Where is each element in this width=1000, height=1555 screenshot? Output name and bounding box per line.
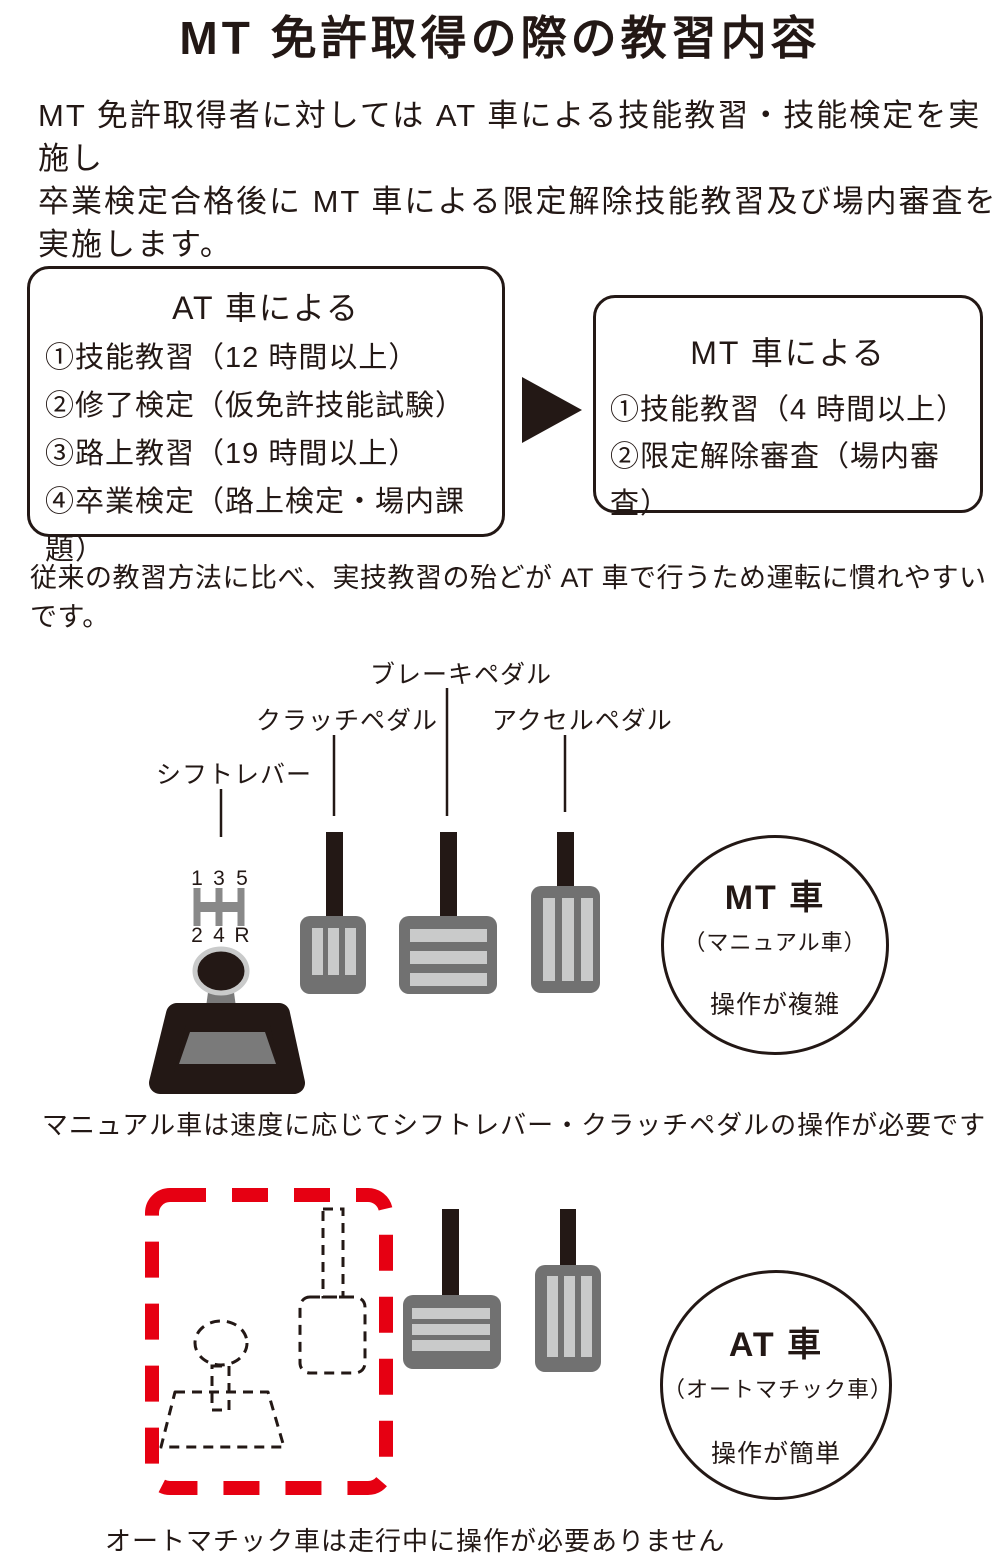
mt-box-items: ①技能教習（4 時間以上） ②限定解除審査（場内審査）	[610, 387, 980, 528]
flow-arrow-icon	[522, 377, 582, 443]
gear-label-3: 3	[213, 867, 225, 890]
gear-label-4: 4	[213, 924, 225, 947]
at-brake-pedal	[403, 1209, 501, 1369]
at-box-item-3: ③路上教習（19 時間以上）	[45, 438, 419, 470]
at-badge-title: AT 車	[728, 1326, 824, 1364]
at-box-item-1: ①技能教習（12 時間以上）	[45, 342, 419, 374]
intro-line-2: 卒業検定合格後に MT 車による限定解除技能教習及び場内審査を	[38, 184, 998, 219]
at-brake-pedal-pad	[403, 1295, 501, 1369]
gear-label-2: 2	[191, 924, 203, 947]
at-badge-subtitle: （オートマチック車）	[663, 1377, 894, 1402]
mt-car-badge: MT 車 （マニュアル車） 操作が複雑	[661, 835, 889, 1055]
mt-box-item-1: ①技能教習（4 時間以上）	[610, 394, 967, 426]
gear-bar-mid	[215, 888, 223, 926]
gear-label-5: 5	[236, 867, 248, 890]
at-box-title: AT 車による	[172, 290, 360, 326]
ghost-clutch-pad	[298, 1295, 367, 1375]
at-accel-pedal-arm	[560, 1209, 576, 1267]
accel-pad-stripe	[543, 898, 555, 981]
shift-lever-stem	[204, 985, 238, 1022]
ghost-clutch-arm	[321, 1207, 345, 1299]
intro-line-3: 実施します。	[38, 227, 233, 262]
at-accelerator-pedal	[535, 1209, 601, 1372]
note-text: 従来の教習方法に比べ、実技教習の殆どが AT 車で行うため運転に慣れやすいです。	[30, 563, 987, 632]
at-accel-pad-stripe	[547, 1276, 558, 1357]
brake-pad-stripe	[410, 951, 487, 964]
page-title: MT 免許取得の際の教習内容	[179, 12, 821, 64]
at-training-box: AT 車による ①技能教習（12 時間以上） ②修了検定（仮免許技能試験） ③路…	[27, 266, 505, 566]
mt-badge-subtitle: （マニュアル車）	[683, 930, 867, 955]
ghost-clutch-pedal	[298, 1207, 367, 1375]
clutch-pedal-arm	[326, 832, 343, 922]
ghost-shift-stem	[210, 1364, 231, 1412]
at-caption: オートマチック車は走行中に操作が必要ありません	[105, 1526, 726, 1555]
at-brake-pad-stripe	[412, 1308, 490, 1319]
accel-pad-stripe	[581, 898, 593, 981]
accel-pedal-label: アクセルペダル	[492, 707, 673, 735]
mt-training-box: MT 車による ①技能教習（4 時間以上） ②限定解除審査（場内審査）	[593, 295, 983, 520]
clutch-pedal	[300, 832, 366, 994]
at-box-item-2: ②修了検定（仮免許技能試験）	[45, 390, 466, 422]
gear-label-1: 1	[191, 867, 203, 890]
shift-lever	[149, 946, 305, 1094]
clutch-pad-stripe	[345, 928, 356, 975]
accel-pedal-pad	[531, 886, 600, 993]
at-brake-pad-stripe	[412, 1324, 490, 1335]
shift-lever-base	[149, 1003, 305, 1094]
at-brake-pedal-arm	[442, 1209, 459, 1299]
brake-pedal-arm	[440, 832, 457, 922]
accel-pad-stripe	[562, 898, 574, 981]
removed-controls-highlight-box	[145, 1188, 393, 1495]
at-badge-desc: 操作が簡単	[710, 1440, 841, 1468]
mt-box-title: MT 車による	[690, 335, 886, 371]
brake-pedal	[399, 832, 497, 994]
shift-lever-knob	[192, 946, 250, 996]
accelerator-pedal	[531, 832, 600, 993]
at-accel-pad-stripe	[581, 1276, 592, 1357]
at-brake-pad-stripe	[412, 1340, 490, 1351]
shift-lever-label: シフトレバー	[156, 761, 313, 789]
shift-lever-base-plate	[179, 1032, 276, 1064]
intro-line-1: MT 免許取得者に対しては AT 車による技能教習・技能検定を実施し	[38, 98, 982, 176]
brake-pedal-pad	[399, 916, 497, 994]
gear-crossbar	[193, 902, 245, 912]
gear-label-r: R	[234, 924, 249, 947]
at-box-items: ①技能教習（12 時間以上） ②修了検定（仮免許技能試験） ③路上教習（19 時…	[45, 334, 502, 574]
mt-badge-desc: 操作が複雑	[709, 991, 840, 1019]
ghost-shift-lever	[159, 1319, 286, 1449]
at-accel-pedal-pad	[535, 1265, 601, 1372]
gear-pattern: 1 3 5 2 4 R	[191, 867, 249, 947]
brake-pad-stripe	[410, 973, 487, 986]
ghost-shift-knob	[193, 1319, 249, 1367]
brake-pedal-label: ブレーキペダル	[370, 661, 553, 689]
at-box-item-4: ④卒業検定（路上検定・場内課題）	[45, 486, 466, 566]
mt-box-item-2: ②限定解除審査（場内審査）	[610, 441, 941, 520]
at-car-badge: AT 車 （オートマチック車） 操作が簡単	[660, 1270, 892, 1500]
gear-bar-right	[237, 888, 245, 926]
mt-caption: マニュアル車は速度に応じてシフトレバー・クラッチペダルの操作が必要です	[41, 1110, 987, 1140]
intro-paragraph: MT 免許取得者に対しては AT 車による技能教習・技能検定を実施し 卒業検定合…	[38, 94, 1000, 266]
clutch-pad-stripe	[312, 928, 323, 975]
clutch-pad-stripe	[328, 928, 339, 975]
brake-pad-stripe	[410, 929, 487, 942]
mt-badge-title: MT 車	[724, 879, 826, 917]
gear-bar-left	[193, 888, 201, 926]
clutch-pedal-pad	[300, 916, 366, 994]
ghost-shift-base	[159, 1390, 286, 1449]
clutch-pedal-label: クラッチペダル	[256, 707, 439, 735]
accel-pedal-arm	[557, 832, 574, 890]
at-accel-pad-stripe	[564, 1276, 575, 1357]
